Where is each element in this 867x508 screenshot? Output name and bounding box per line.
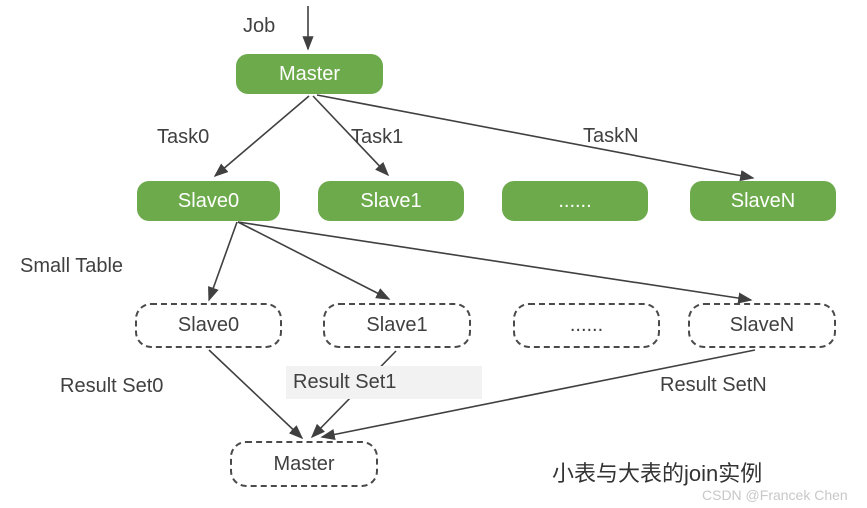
task1-label: Task1 bbox=[351, 126, 404, 148]
task0-label: Task0 bbox=[157, 126, 210, 148]
diagram-caption: 小表与大表的join实例 bbox=[552, 461, 763, 486]
job-label: Job bbox=[243, 15, 276, 37]
arrow-slave0-to-dashed-slave1 bbox=[237, 221, 391, 300]
node-ellipsis-dashed: ...... bbox=[513, 303, 660, 348]
arrow-slave0-to-dashed-slaveN bbox=[237, 221, 753, 304]
node-slave0-dashed: Slave0 bbox=[135, 303, 282, 348]
arrow-dashed-slave0-to-master bbox=[208, 349, 304, 440]
node-ellipsis-green: ...... bbox=[502, 181, 648, 221]
small-table-label: Small Table bbox=[20, 255, 124, 277]
node-slaveN-dashed: SlaveN bbox=[688, 303, 836, 348]
taskN-label: TaskN bbox=[583, 125, 639, 147]
arrow-master-to-slave0 bbox=[213, 95, 310, 178]
node-slave1-green: Slave1 bbox=[318, 181, 464, 221]
result-set0-label: Result Set0 bbox=[60, 375, 164, 397]
arrow-master-to-slaveN bbox=[316, 94, 755, 182]
result-set1-label: Result Set1 bbox=[286, 366, 482, 399]
node-slaveN-green: SlaveN bbox=[690, 181, 836, 221]
arrow-master-to-slave1 bbox=[312, 95, 390, 177]
arrow-dashed-slaveN-to-master bbox=[320, 349, 756, 440]
arrow-slave0-to-dashed-slave0 bbox=[208, 221, 238, 302]
watermark-text: CSDN @Francek Chen bbox=[702, 487, 848, 503]
node-slave1-dashed: Slave1 bbox=[323, 303, 471, 348]
node-master-top: Master bbox=[236, 54, 383, 94]
node-master-bottom: Master bbox=[230, 441, 378, 487]
result-setN-label: Result SetN bbox=[660, 374, 767, 396]
node-slave0-green: Slave0 bbox=[137, 181, 280, 221]
